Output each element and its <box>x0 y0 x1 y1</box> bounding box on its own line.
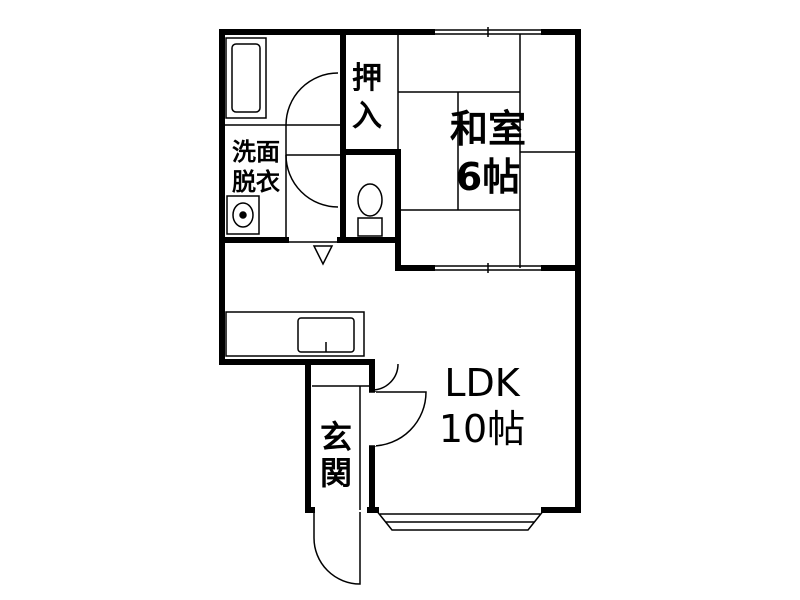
washroom-door-marker <box>312 245 334 266</box>
entrance-label-line2: 関 <box>320 454 352 492</box>
ldk-label-line2: 10帖 <box>439 407 525 451</box>
kitchen-sink <box>297 317 355 353</box>
entrance-label-line1: 玄 <box>320 418 352 456</box>
washbasin <box>226 195 260 235</box>
washitsu-label-line2: 6帖 <box>456 155 520 199</box>
closet-label-line2: 入 <box>352 99 382 134</box>
washroom-door-swing <box>285 154 339 208</box>
opening-edges <box>369 391 375 447</box>
bathtub <box>225 37 267 119</box>
toilet <box>357 183 383 237</box>
fixture-lines <box>224 27 576 531</box>
washroom-label-line1: 洗面 <box>232 138 280 166</box>
closet-label-line1: 押 <box>352 61 382 96</box>
entrance-door-swing <box>313 512 361 585</box>
washroom-label-line2: 脱衣 <box>232 168 280 196</box>
bath-door-swing <box>285 72 339 126</box>
ldk-door-swing-upper <box>371 362 399 391</box>
door-swings <box>285 72 427 585</box>
ldk-label-line1: LDK <box>444 361 520 405</box>
ldk-door-swing-lower <box>371 391 427 447</box>
washitsu-label-line1: 和室 <box>450 107 526 151</box>
